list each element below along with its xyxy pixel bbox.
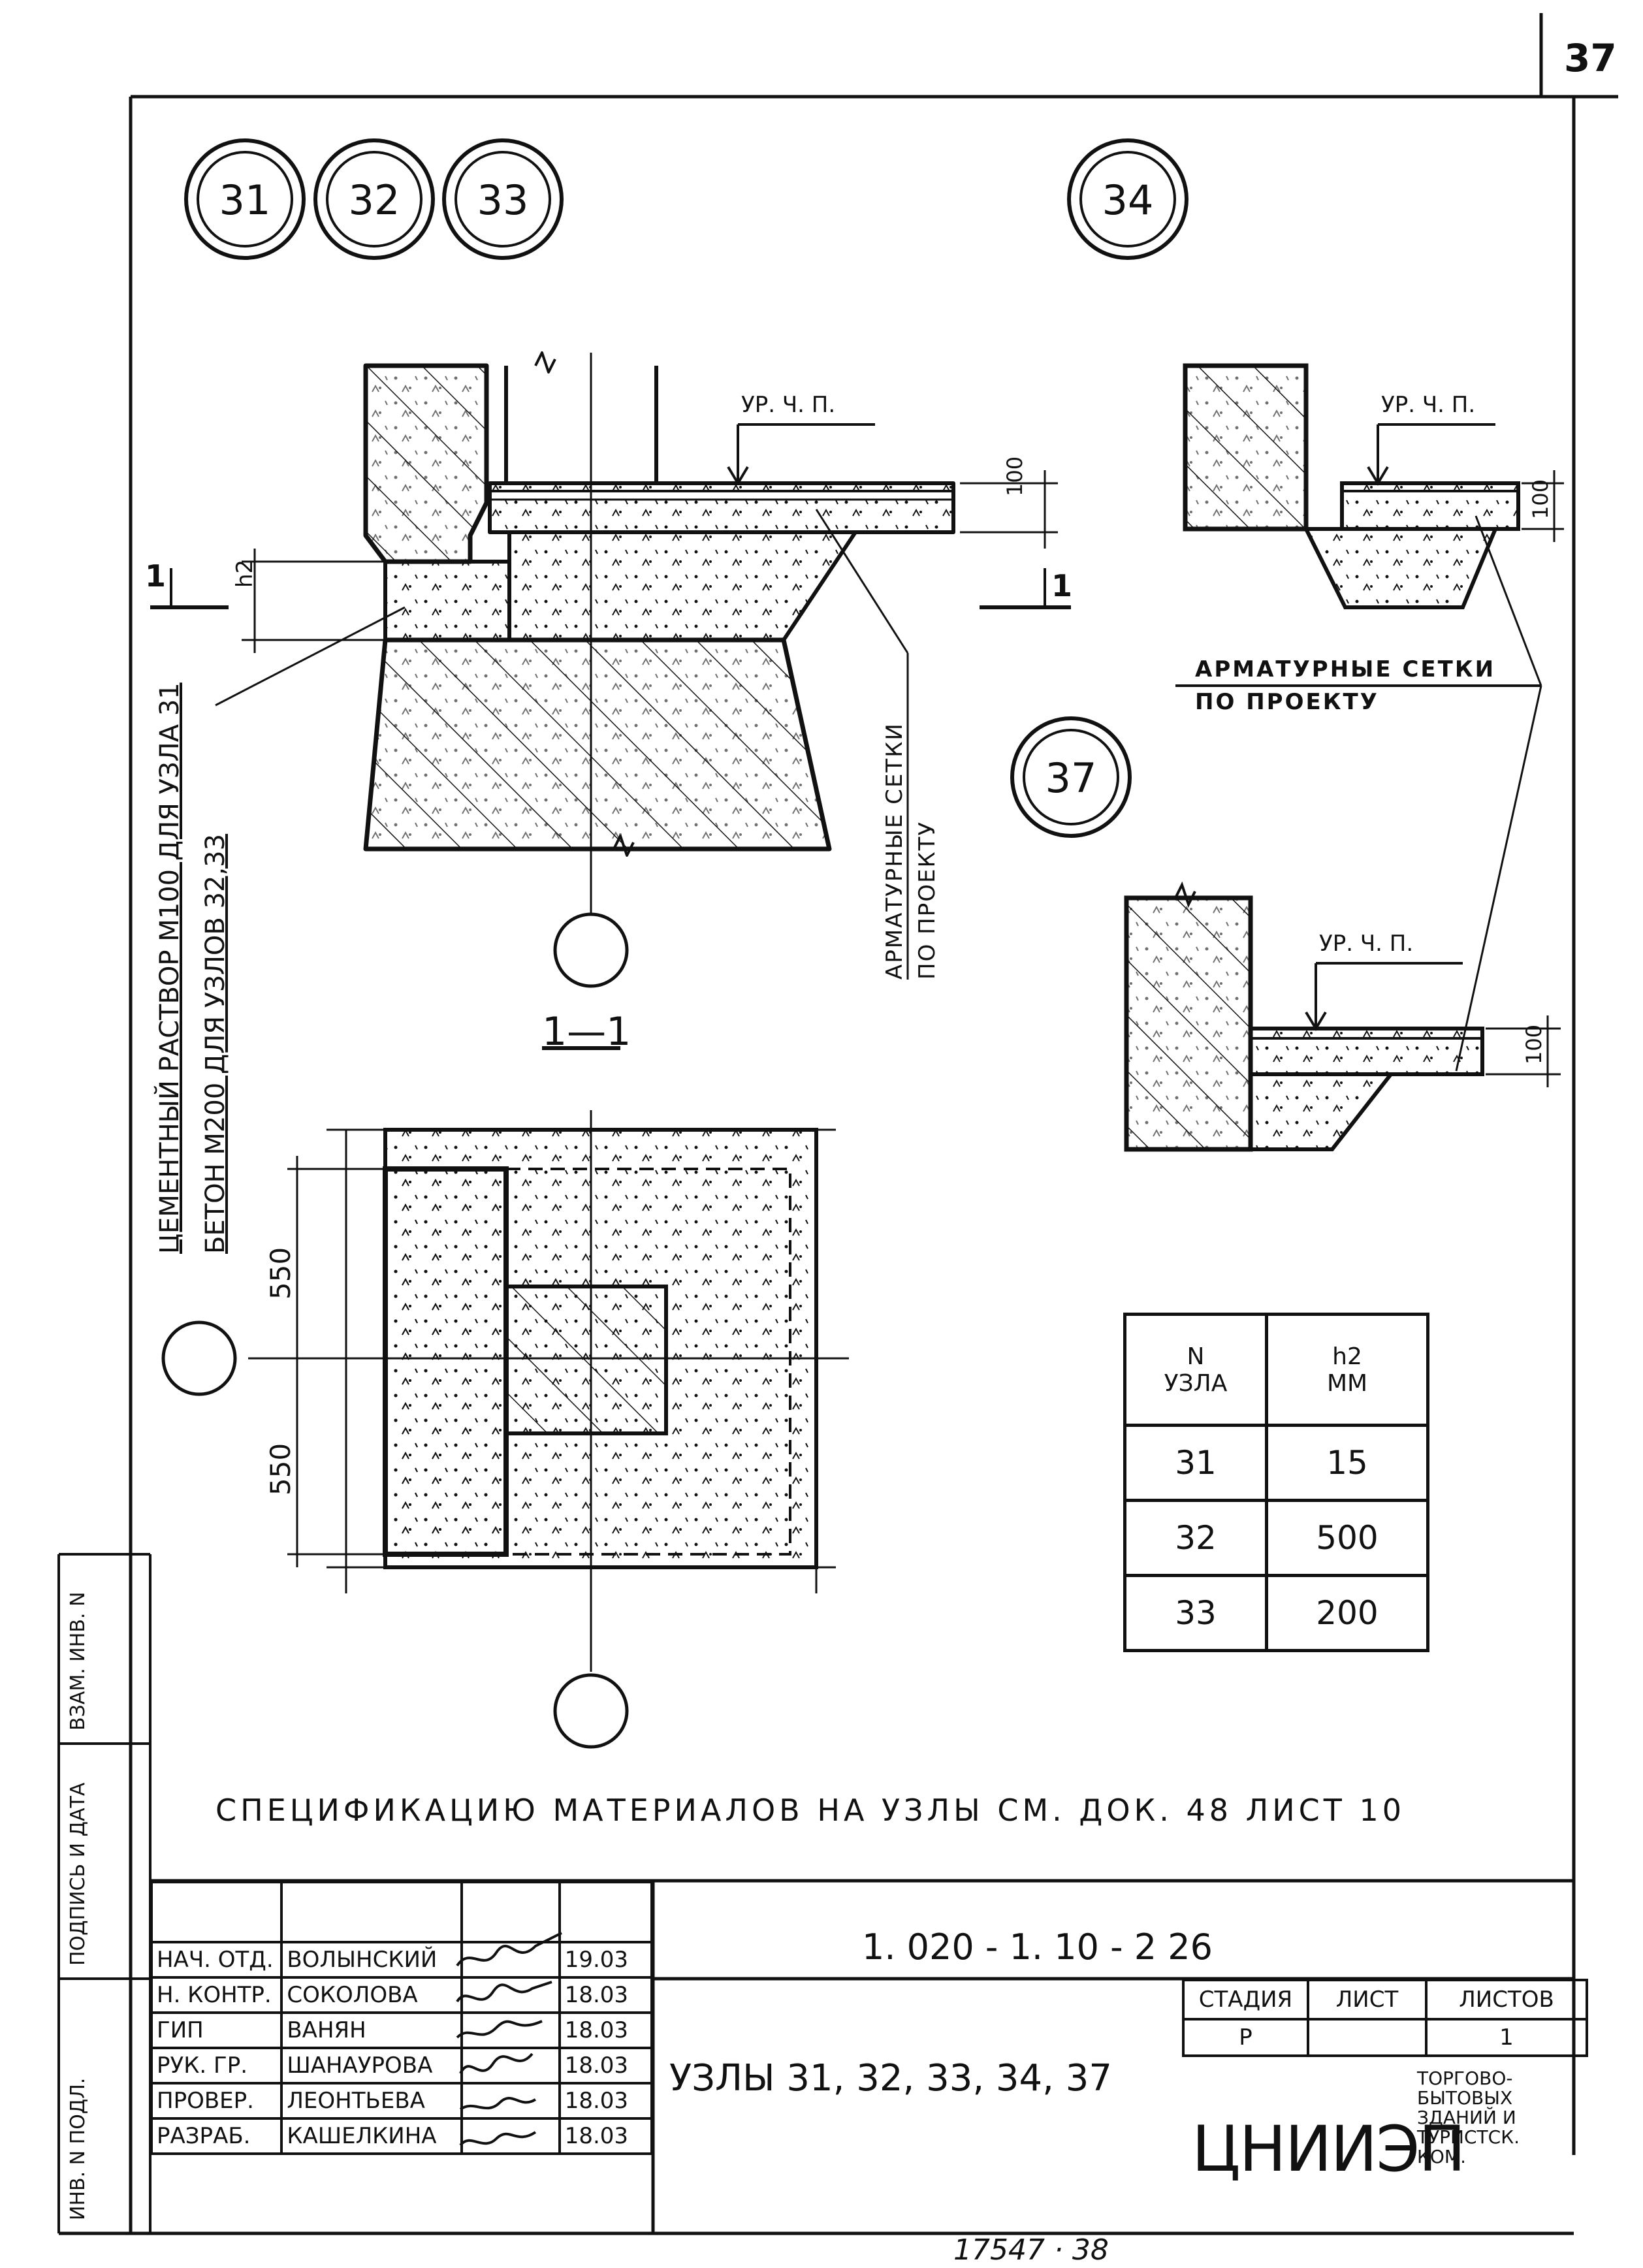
org-desc-line: ЗДАНИЙ И — [1417, 2107, 1516, 2128]
sheets-value: 1 — [1425, 2018, 1588, 2057]
spec-note: СПЕЦИФИКАЦИЮ МАТЕРИАЛОВ НА УЗЛЫ СМ. ДОК.… — [215, 1793, 1405, 1828]
badge-33: 33 — [477, 176, 529, 224]
name-cell: ЛЕОНТЬЕВА — [280, 2082, 464, 2120]
section-title: 1—1 — [542, 1009, 631, 1055]
doc-code: 1. 020 - 1. 10 - 2 26 — [862, 1926, 1213, 1968]
badge-34: 34 — [1102, 176, 1154, 224]
dim-550-bottom: 550 — [264, 1443, 296, 1495]
dim-100-main: 100 — [1002, 456, 1027, 496]
sheet-header: ЛИСТ — [1307, 1979, 1428, 2020]
name-cell: КАШЕЛКИНА — [280, 2117, 464, 2155]
h2-label: h2 — [232, 559, 258, 588]
stage-header: СТАДИЯ — [1182, 1979, 1309, 2020]
section-mark-left: 1 — [145, 558, 167, 594]
floor-level-label-34: УР. Ч. П. — [1381, 392, 1476, 418]
org-desc-line: КОМ. — [1417, 2146, 1466, 2167]
role-cell: ПРОВЕР. — [150, 2082, 283, 2120]
name-cell: ШАНАУРОВА — [280, 2047, 464, 2084]
role-cell: РАЗРАБ. — [150, 2117, 283, 2155]
signature-cell — [460, 2117, 561, 2155]
main-section-drawing — [150, 351, 1071, 988]
h2-table-cell: 32 — [1123, 1499, 1268, 1577]
side-stamp-vzam: ВЗАМ. ИНВ. N — [67, 1591, 89, 1731]
rebar-note-vertical-line1: АРМАТУРНЫЕ СЕТКИ — [882, 722, 908, 980]
h2-table-header-h2: h2 ММ — [1265, 1313, 1429, 1427]
drawing-title: УЗЛЫ 31, 32, 33, 34, 37 — [669, 2057, 1113, 2100]
rebar-note-right-line2: ПО ПРОЕКТУ — [1195, 689, 1379, 715]
date-cell: 19.03 — [558, 1941, 654, 1979]
h2-table-cell: 15 — [1265, 1424, 1429, 1502]
h2-table-cell: 500 — [1265, 1499, 1429, 1577]
footer-number: 17547 · 38 — [953, 2233, 1109, 2267]
h2-table-cell: 31 — [1123, 1424, 1268, 1502]
floor-level-label-main: УР. Ч. П. — [741, 392, 836, 418]
org-logo: ЦНИИЭП — [1192, 2113, 1466, 2186]
dim-550-top: 550 — [264, 1247, 296, 1300]
rebar-note-vertical-line2: ПО ПРОЕКТУ — [914, 820, 940, 980]
section-1-1-plan — [161, 1046, 849, 1749]
h2-table-cell: 33 — [1123, 1574, 1268, 1652]
section-mark-right: 1 — [1051, 568, 1073, 603]
signature-cell — [460, 2082, 561, 2120]
h2-table-cell: 200 — [1265, 1574, 1429, 1652]
mortar-note: ЦЕМЕНТНЫЙ РАСТВОР М100 ДЛЯ УЗЛА 31 БЕТОН… — [147, 682, 238, 1254]
node-34-drawing — [1175, 363, 1564, 1072]
floor-level-label-37: УР. Ч. П. — [1319, 931, 1414, 957]
badge-37: 37 — [1045, 754, 1097, 802]
sheets-header: ЛИСТОВ — [1425, 1979, 1588, 2020]
h2-table-header-node: N УЗЛА — [1123, 1313, 1268, 1427]
org-description: ТОРГОВО- БЫТОВЫХ ЗДАНИЙ И ТУРИСТСК. КОМ. — [1417, 2069, 1520, 2167]
role-cell: НАЧ. ОТД. — [150, 1941, 283, 1979]
stage-table: СТАДИЯ ЛИСТ ЛИСТОВ Р 1 — [1182, 1979, 1588, 2057]
badge-31: 31 — [219, 176, 271, 224]
rebar-note-vertical: АРМАТУРНЫЕ СЕТКИ ПО ПРОЕКТУ — [878, 722, 944, 980]
side-stamp-signature: ПОДПИСЬ И ДАТА — [67, 1782, 89, 1966]
role-cell: ГИП — [150, 2011, 283, 2049]
signature-cell — [460, 2047, 561, 2084]
signatures-table: НАЧ. ОТД. ВОЛЫНСКИЙ 19.03 Н. КОНТР. СОКО… — [150, 1881, 654, 2155]
signature-cell — [460, 1941, 561, 1979]
signature-cell — [460, 2011, 561, 2049]
date-cell: 18.03 — [558, 1976, 654, 2014]
role-cell: Н. КОНТР. — [150, 1976, 283, 2014]
title-block-frame — [150, 1879, 1574, 2233]
mortar-note-line2: БЕТОН М200 ДЛЯ УЗЛОВ 32,33 — [200, 833, 231, 1254]
date-cell: 18.03 — [558, 2082, 654, 2120]
name-cell: СОКОЛОВА — [280, 1976, 464, 2014]
page-number: 37 — [1564, 36, 1617, 80]
dim-100-34: 100 — [1528, 479, 1553, 519]
dim-100-37: 100 — [1522, 1024, 1546, 1064]
mortar-note-line1: ЦЕМЕНТНЫЙ РАСТВОР М100 ДЛЯ УЗЛА 31 — [155, 682, 185, 1254]
date-cell: 18.03 — [558, 2047, 654, 2084]
node-37-drawing — [1124, 881, 1561, 1152]
org-desc-line: ТОРГОВО- — [1417, 2068, 1513, 2089]
date-cell: 18.03 — [558, 2117, 654, 2155]
stage-value: Р — [1182, 2018, 1309, 2057]
badge-32: 32 — [348, 176, 400, 224]
sheet-frame — [57, 13, 1618, 2235]
side-stamp-inv: ИНВ. N ПОДЛ. — [67, 2077, 89, 2220]
rebar-note-right-line1: АРМАТУРНЫЕ СЕТКИ — [1195, 656, 1496, 682]
signature-cell — [460, 1976, 561, 2014]
org-desc-line: ТУРИСТСК. — [1417, 2126, 1520, 2148]
sheet-value — [1307, 2018, 1428, 2057]
date-cell: 18.03 — [558, 2011, 654, 2049]
role-cell: РУК. ГР. — [150, 2047, 283, 2084]
name-cell: ВАНЯН — [280, 2011, 464, 2049]
name-cell: ВОЛЫНСКИЙ — [280, 1941, 464, 1979]
badge-circles — [184, 138, 1188, 838]
org-desc-line: БЫТОВЫХ — [1417, 2087, 1513, 2109]
h2-table: N УЗЛА h2 ММ 31 15 32 500 33 200 — [1123, 1313, 1429, 1652]
